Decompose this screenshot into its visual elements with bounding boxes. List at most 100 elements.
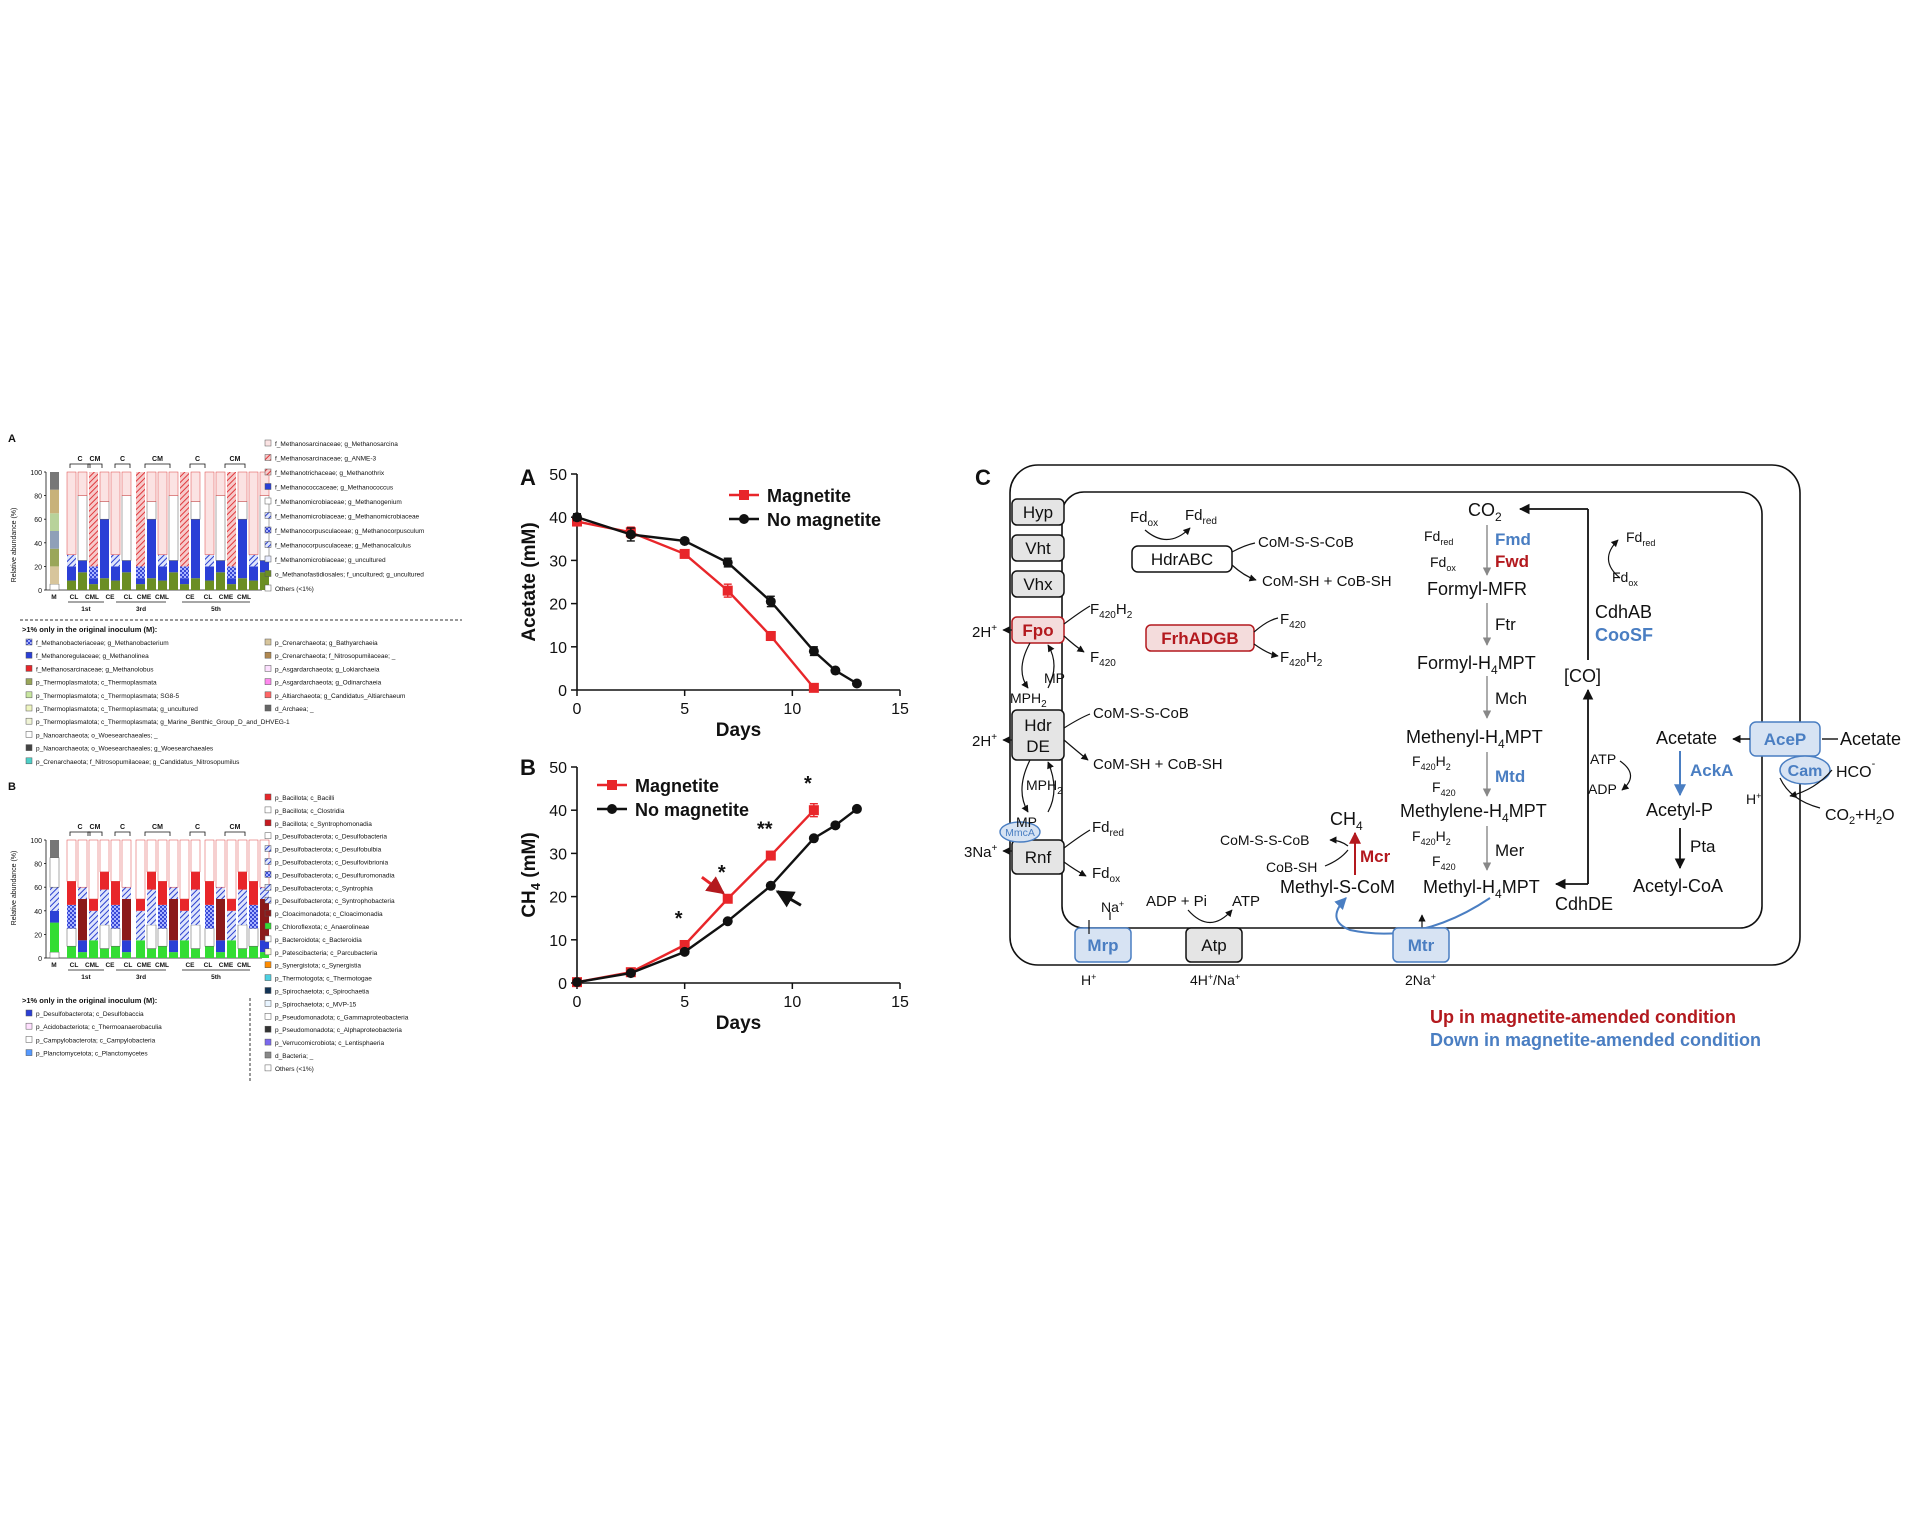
xtick-label: CML (237, 594, 251, 601)
legend-label: p_Planctomycetota; c_Planctomycetes (36, 1051, 148, 1058)
stack-segment (110, 928, 121, 947)
stack-segment (89, 910, 98, 941)
stack-segment (78, 572, 87, 590)
stack-segment (204, 471, 215, 555)
stack-segment (99, 839, 110, 873)
mph2-label-1: MPH2 (1010, 690, 1047, 710)
xtick-label: CE (105, 962, 115, 969)
fmd-fdred: Fdred (1424, 528, 1453, 547)
ch4-label: CH4 (1330, 809, 1363, 833)
mtd-f420h2: F420H2 (1412, 753, 1451, 772)
x-axis-label: Days (716, 1013, 761, 1034)
coosf-enzyme: CooSF (1595, 625, 1653, 645)
mp-label-2: MP (1016, 814, 1037, 830)
legend-label: p_Thermoplasmatota; c_Thermoplasmata; g_… (36, 706, 198, 713)
legend-label: f_Methanocorpusculaceae; g_Methanocalcul… (275, 543, 412, 550)
legend-label: p_Desulfobacterota; c_Desulfobacteria (275, 834, 387, 841)
fpo-f420-curve (1063, 635, 1085, 653)
stack-segment (191, 519, 200, 579)
stack-segment (110, 471, 121, 555)
legend-label: p_Thermoplasmatota; c_Thermoplasmata (36, 680, 157, 687)
legend-swatch (264, 665, 272, 672)
stack-segment (215, 471, 226, 496)
frh-f420: F420 (1280, 611, 1306, 631)
stack-segment (89, 578, 98, 585)
stack-segment (260, 572, 269, 590)
cdh-fdred: Fdred (1626, 529, 1655, 548)
group-bracket (189, 831, 206, 836)
legend-label: p_Pseudomonadota; c_Gammaproteobacteria (275, 1014, 409, 1021)
mp-cycle-2a (1021, 759, 1031, 813)
legend-swatch (264, 555, 272, 563)
acka-enzyme: AckA (1690, 761, 1733, 780)
legend-swatch (264, 987, 272, 994)
transfer-label: 3rd (136, 974, 146, 981)
co2-label: CO2 (1468, 500, 1502, 524)
stack-bottom-ylabel: Relative abundance (%) (11, 851, 18, 926)
legend-label: p_Nanoarchaeota; o_Woesearchaeales; _ (36, 732, 158, 739)
legend-label: p_Bacillota; c_Clostridia (275, 808, 345, 815)
data-point (765, 631, 776, 641)
legend-label: p_Acidobacteriota; c_Thermoanaerobaculia (36, 1024, 162, 1031)
ytick-label: 100 (30, 838, 42, 845)
stack-segment (168, 495, 179, 561)
stack-top-only-legend: f_Methanobacteriaceae; g_Methanobacteriu… (25, 638, 405, 766)
legend-label: f_Methanoregulaceae; g_Methanolinea (36, 653, 149, 660)
significance-star: * (675, 908, 683, 930)
legend-label: p_Thermoplasmatota; c_Thermoplasmata; SG… (36, 693, 179, 700)
data-point (722, 916, 733, 927)
stack-segment (237, 839, 248, 873)
ytick-label: 100 (30, 470, 42, 477)
stack-segment (238, 948, 247, 958)
fmd-fdox: Fdox (1430, 554, 1456, 573)
stack-segment (205, 881, 214, 905)
legend-label: p_Campylobacterota; c_Campylobacteria (36, 1037, 156, 1044)
stack-segment (180, 910, 189, 941)
stack-segment (50, 548, 59, 567)
legend-swatch (25, 1022, 33, 1030)
legend-swatch (25, 731, 33, 738)
stack-segment (190, 501, 201, 520)
hdrabc-comsscob: CoM-S-S-CoB (1258, 534, 1354, 551)
hdrabc-comsh: CoM-SH + CoB-SH (1262, 573, 1392, 590)
svg-text:MmcA: MmcA (1005, 827, 1035, 839)
rnf-box: Rnf (1011, 839, 1065, 875)
xtick-label: CL (124, 962, 133, 969)
group-label: C (120, 824, 125, 831)
ytick-label: 50 (549, 760, 567, 777)
group-label: CM (152, 824, 163, 831)
stack-segment (237, 924, 248, 949)
mrp-na: Na+ (1101, 899, 1124, 915)
xtick-label: CE (185, 962, 195, 969)
ytick-label: 40 (549, 803, 567, 820)
legend-swatch (25, 665, 33, 672)
stack-segment (89, 566, 98, 579)
data-point (572, 512, 582, 523)
data-point (765, 880, 776, 891)
mp-cycle-2b (1047, 761, 1055, 813)
legend-label: p_Thermoplasmatota; c_Thermoplasmata; g_… (36, 719, 290, 726)
xtick-label: 10 (783, 701, 801, 718)
data-point (679, 548, 690, 559)
legend-swatch (264, 922, 272, 930)
stack-segment (50, 887, 59, 911)
stack-segment (191, 578, 200, 590)
stack-segment (190, 839, 201, 873)
stack-segment (169, 572, 178, 590)
xtick-label: CME (137, 962, 152, 969)
legend-marker (607, 804, 617, 814)
rnf-fdred-curve (1063, 829, 1091, 849)
fmd-enzyme: Fmd (1495, 530, 1531, 549)
stack-segment (100, 871, 109, 890)
legend-swatch (264, 439, 272, 447)
stack-top-legend: f_Methanosarcinaceae; g_Methanosarcinaf_… (264, 439, 424, 593)
stack-segment (49, 857, 60, 888)
stack-segment (136, 940, 145, 958)
legend-label: f_Methanomicrobiaceae; g_Methanomicrobia… (275, 514, 420, 521)
legend-swatch (25, 1036, 33, 1043)
mch-enzyme: Mch (1495, 689, 1527, 708)
legend-swatch (264, 806, 272, 814)
stack-segment (89, 899, 98, 911)
ytick-label: 50 (549, 467, 567, 484)
